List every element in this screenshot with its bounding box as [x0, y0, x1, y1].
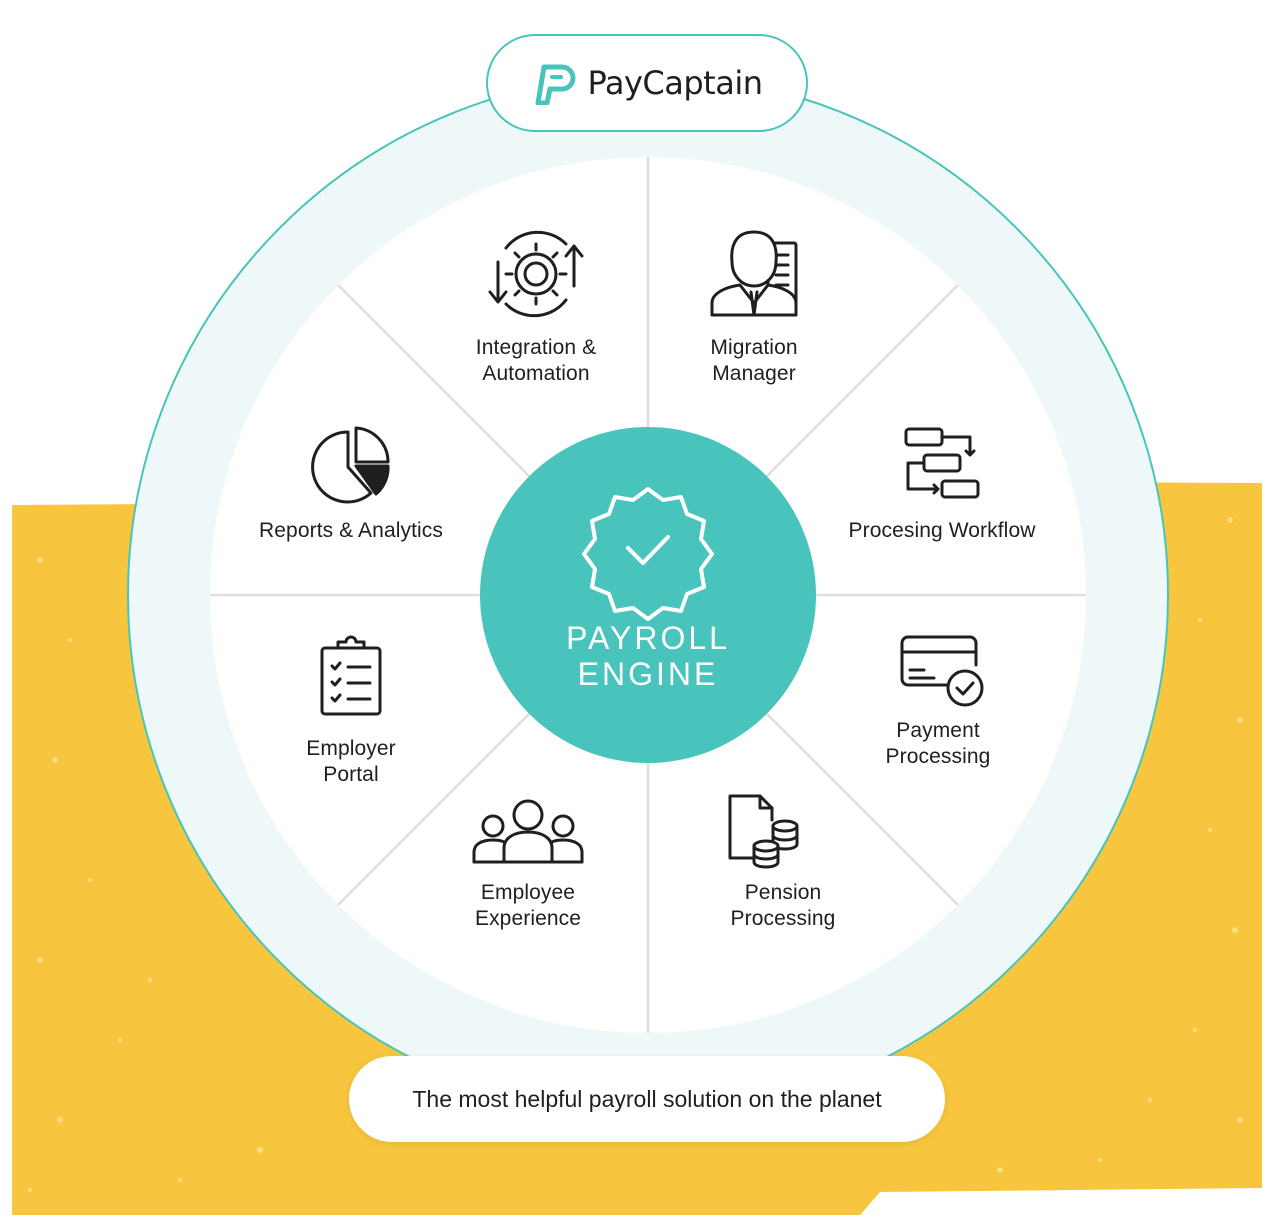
segment-label-line: Employee	[480, 881, 576, 904]
segment-label-line: Processing	[885, 745, 991, 768]
engine-line-2: ENGINE	[577, 656, 719, 692]
people-group-icon	[472, 799, 584, 864]
payment-card-icon	[900, 635, 984, 707]
segment-label-line: Payment	[896, 719, 980, 742]
business-person-icon	[710, 230, 798, 317]
segment-label-line: Portal	[323, 763, 379, 786]
segment-label-line: Processing	[730, 907, 836, 930]
brand-name: PayCaptain	[587, 64, 764, 102]
segment-employee-experience: Employee Experience	[475, 880, 581, 932]
tagline-text: The most helpful payroll solution on the…	[412, 1085, 882, 1112]
tagline-banner: The most helpful payroll solution on the…	[349, 1056, 945, 1142]
segment-reports-analytics: Reports & Analytics	[259, 518, 443, 544]
payroll-engine-label: PAYROLL ENGINE	[566, 620, 730, 692]
yellow-texture	[28, 517, 1243, 1192]
segment-payment-processing: Payment Processing	[886, 718, 991, 770]
segment-label-line: Pension	[744, 881, 822, 904]
pie-chart-icon	[311, 426, 390, 504]
segment-label-line: Manager	[712, 362, 796, 385]
segment-integration-automation: Integration & Automation	[476, 335, 596, 387]
document-coins-icon	[728, 794, 799, 869]
engine-line-1: PAYROLL	[566, 620, 730, 656]
segment-employer-portal: Employer Portal	[306, 736, 396, 788]
segment-label-line: Employer	[306, 737, 396, 760]
segment-label-line: Experience	[474, 907, 582, 930]
segment-processing-workflow: Procesing Workflow	[849, 518, 1036, 544]
workflow-icon	[904, 427, 980, 499]
paycaptain-logo-icon	[535, 64, 575, 105]
segment-label-line: Automation	[482, 362, 590, 385]
segment-label-line: Reports & Analytics	[259, 519, 443, 542]
clipboard-checklist-icon	[320, 635, 382, 716]
segment-pension-processing: Pension Processing	[731, 880, 836, 932]
sync-gear-icon	[488, 230, 584, 318]
segment-migration-manager: Migration Manager	[710, 335, 797, 387]
engine-disc	[480, 427, 816, 763]
brand-logo: PayCaptain	[486, 34, 808, 132]
segment-label-line: Migration	[710, 336, 798, 359]
verified-badge-icon	[582, 487, 714, 621]
segment-label-line: Procesing Workflow	[848, 519, 1036, 542]
segment-label-line: Integration &	[475, 336, 597, 359]
